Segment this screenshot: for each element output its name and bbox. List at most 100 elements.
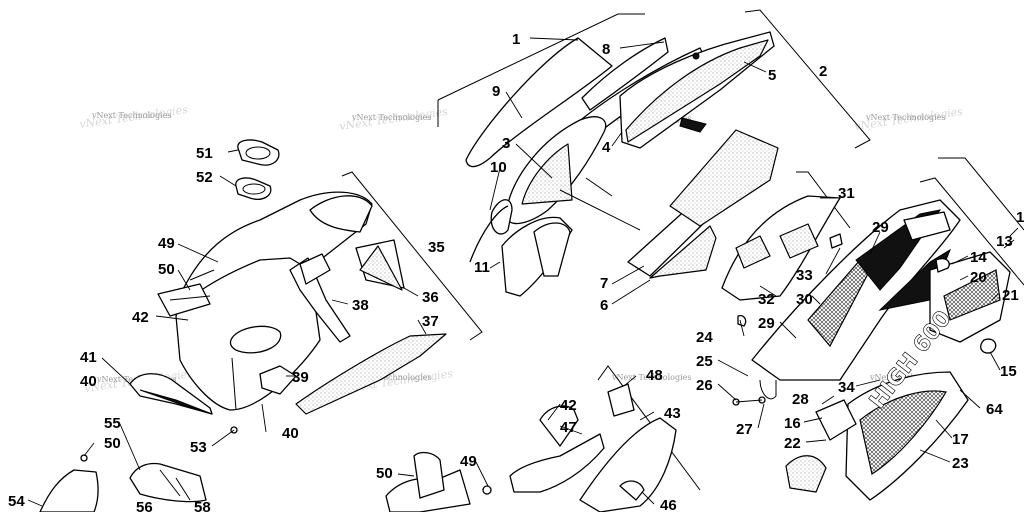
bracket-55 (129, 462, 207, 503)
callout-23: 23 (952, 455, 969, 472)
callout-50: 50 (104, 435, 121, 452)
console-side-trim (129, 373, 213, 415)
callout-51: 51 (196, 145, 213, 162)
panel-clip-48 (607, 383, 635, 417)
console-tab (299, 253, 331, 285)
callout-17: 17 (952, 431, 969, 448)
callout-24: 24 (696, 329, 713, 346)
trim-edge (139, 389, 213, 415)
console-knee-pad (259, 365, 297, 395)
callout-5: 5 (768, 67, 776, 84)
headlight-assembly: HIGH 600 (721, 195, 1011, 501)
callout-48: 48 (646, 367, 663, 384)
callout-10: 10 (490, 159, 507, 176)
bracket-assembly-35 (341, 171, 483, 341)
callout-47: 47 (560, 419, 577, 436)
callouts: 1 2 3 4 5 6 7 8 9 10 11 13 14 15 16 17 2… (8, 31, 1024, 512)
callout-41: 41 (80, 349, 97, 366)
leader-lines (27, 37, 1019, 507)
belly-pan-assembly (39, 454, 207, 512)
callout-55: 55 (104, 415, 121, 432)
callout-13: 13 (996, 233, 1013, 250)
callout-21: 21 (1002, 287, 1019, 304)
side-panel-assembly (385, 383, 677, 512)
watermark-text: vNext Technologies (351, 113, 431, 122)
callout-42: 42 (560, 397, 577, 414)
callout-14: 14 (970, 249, 987, 266)
callout-4: 4 (602, 139, 611, 156)
decal-graphic-dark (878, 248, 952, 311)
callout-52: 52 (196, 169, 213, 186)
callout-20: 20 (970, 269, 987, 286)
callout-64: 64 (986, 401, 1003, 418)
callout-22: 22 (784, 435, 801, 452)
group-brackets (341, 9, 1024, 491)
fastener-50 (80, 454, 88, 462)
console-mount-plate (157, 283, 211, 317)
headlight-bulb (980, 338, 997, 354)
decal-panel-light (903, 211, 951, 241)
callout-37: 37 (422, 313, 439, 330)
gauge-gasket (235, 177, 272, 200)
callout-2: 2 (819, 63, 827, 80)
headlight-lens-left (735, 235, 771, 269)
callout-29: 29 (758, 315, 775, 332)
nose-bracket (815, 399, 857, 441)
callout-25: 25 (696, 353, 713, 370)
grommet-24 (737, 314, 747, 327)
callout-43: 43 (664, 405, 681, 422)
side-panel-43 (579, 417, 677, 512)
bracket-55-lines (159, 469, 191, 501)
gauge-bezel-ring (245, 146, 271, 160)
wire-harness (759, 379, 777, 400)
watermark-text: vNext Technologies (865, 113, 945, 122)
hood-mount-bracket (533, 222, 571, 277)
hood-bracket-left (490, 199, 513, 235)
callout-8: 8 (602, 41, 610, 58)
callout-38: 38 (352, 297, 369, 314)
callout-42: 42 (132, 309, 149, 326)
fastener (692, 52, 700, 60)
bracket-upper-50 (413, 451, 445, 499)
side-panel-47 (509, 433, 605, 493)
hood-latch (679, 117, 707, 133)
callout-58: 58 (194, 499, 211, 512)
lower-trim-curve (469, 205, 509, 263)
skid-plate-pad (785, 455, 827, 493)
watermark-text: vNext Technologies (351, 373, 431, 382)
mount-lines (169, 269, 215, 301)
side-skirt-54 (39, 469, 99, 512)
watermark-text: vNext Technologies (91, 111, 171, 120)
gauge-gasket-ring (242, 183, 266, 195)
headlight-clip (829, 233, 843, 249)
callout-6: 6 (600, 297, 608, 314)
callout-1: 1 (512, 31, 520, 48)
callout-35: 35 (428, 239, 445, 256)
callout-56: 56 (136, 499, 153, 512)
console-assembly (129, 139, 447, 434)
callout-40: 40 (282, 425, 299, 442)
console-cup-opening (229, 325, 282, 354)
bracket-assembly-31 (796, 171, 851, 229)
callout-16: 16 (784, 415, 801, 432)
callout-36: 36 (422, 289, 439, 306)
callout-54: 54 (8, 493, 25, 510)
clip-14 (935, 258, 950, 273)
callout-46: 46 (660, 497, 677, 512)
side-trim-stipple (649, 225, 717, 279)
callout-27: 27 (736, 421, 753, 438)
lower-panel-36-stipple (359, 245, 403, 291)
side-panel-bracket-42 (539, 405, 579, 447)
console-top-cover (309, 195, 373, 233)
hood-assembly (465, 31, 779, 297)
hood-inner-stipple (521, 143, 573, 205)
callout-11: 11 (474, 259, 490, 276)
lower-nose-grille (859, 390, 947, 475)
panel-grommet-46 (619, 480, 645, 501)
hood-cover-panel (669, 129, 779, 227)
callout-32: 32 (758, 291, 775, 308)
windshield-trim-strip (581, 37, 669, 111)
callout-30: 30 (796, 291, 813, 308)
fastener-line (231, 357, 237, 411)
